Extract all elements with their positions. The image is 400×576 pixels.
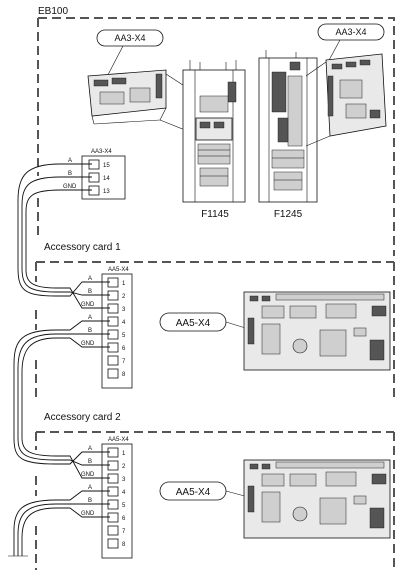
card1-terminal-7: 7 [122, 359, 126, 365]
card2-out-b: B [88, 498, 92, 504]
cable-bundle-middle [13, 329, 57, 465]
card2-in-b: B [88, 459, 92, 465]
aa3-wire-gnd: GND [63, 184, 77, 190]
card1-terminal-3: 3 [122, 307, 126, 313]
eb100-label: EB100 [38, 6, 68, 17]
card2-terminal-1: 1 [122, 451, 126, 457]
card2-out-a: A [88, 485, 92, 491]
card1-terminal-8: 8 [122, 372, 126, 378]
card2-terminal-5: 5 [122, 503, 126, 509]
card1-terminals: 1 2 3 4 5 6 7 8 [107, 277, 126, 379]
card1-terminal-2: 2 [122, 294, 126, 300]
card1-pcb [243, 291, 391, 371]
callout-aa3-x4-left [96, 29, 164, 47]
callout-aa3-x4-left-label: AA3-X4 [114, 33, 145, 43]
card2-terminals: 1 2 3 4 5 6 7 8 [107, 447, 126, 549]
card2-terminal-8: 8 [122, 542, 126, 548]
card1-in-gnd: GND [81, 302, 95, 308]
callout-card1-label: AA5-X4 [176, 318, 211, 329]
card1-terminal-4: 4 [122, 320, 126, 326]
callout-aa3-x4-right [317, 23, 385, 41]
cable-bundle-top [17, 163, 61, 297]
card1-terminal-5: 5 [122, 333, 126, 339]
card2-wires-out [56, 490, 110, 518]
aa3-wire-a: A [68, 158, 72, 164]
card2-pcb [243, 459, 391, 539]
callout-card2-label: AA5-X4 [176, 487, 211, 498]
aa3-terminal-13: 13 [103, 189, 110, 195]
product-label-f1245: F1245 [274, 209, 303, 220]
card2-in-gnd: GND [81, 472, 95, 478]
aa3-wire-b: B [68, 171, 72, 177]
card1-wires-in [56, 281, 110, 309]
card1-in-b: B [88, 289, 92, 295]
card1-out-b: B [88, 328, 92, 334]
card1-block-title: AA5-X4 [108, 267, 129, 273]
card1-terminal-6: 6 [122, 346, 126, 352]
card2-terminal-7: 7 [122, 529, 126, 535]
f1145-unit [182, 60, 246, 203]
card1-in-a: A [88, 276, 92, 282]
product-label-f1145: F1145 [201, 209, 229, 220]
card2-out-gnd: GND [81, 511, 95, 517]
f1245-unit [258, 50, 318, 203]
card2-terminal-6: 6 [122, 516, 126, 522]
aa3-terminals: 15 14 13 [88, 159, 110, 196]
card2-terminal-4: 4 [122, 490, 126, 496]
card1-out-gnd: GND [81, 341, 95, 347]
card1-wires-out [56, 320, 110, 348]
cable-bundle-bottom [8, 499, 57, 557]
card2-in-a: A [88, 446, 92, 452]
aa3-terminal-14: 14 [103, 176, 110, 182]
aa3-block-title: AA3-X4 [91, 149, 112, 155]
eb100-enclosure [38, 17, 395, 256]
aa3-board-right [325, 53, 387, 137]
card1-out-a: A [88, 315, 92, 321]
accessory-card-2-title: Accessory card 2 [44, 412, 121, 423]
aa3-terminal-15: 15 [103, 163, 110, 169]
accessory-card-1-title: Accessory card 1 [44, 242, 121, 253]
callout-aa3-x4-right-label: AA3-X4 [335, 27, 366, 37]
card2-wires-in [56, 451, 110, 479]
card2-terminal-2: 2 [122, 464, 126, 470]
card2-terminal-3: 3 [122, 477, 126, 483]
card2-block-title: AA5-X4 [108, 437, 129, 443]
aa3-board-left [87, 69, 167, 125]
card1-terminal-1: 1 [122, 281, 126, 287]
